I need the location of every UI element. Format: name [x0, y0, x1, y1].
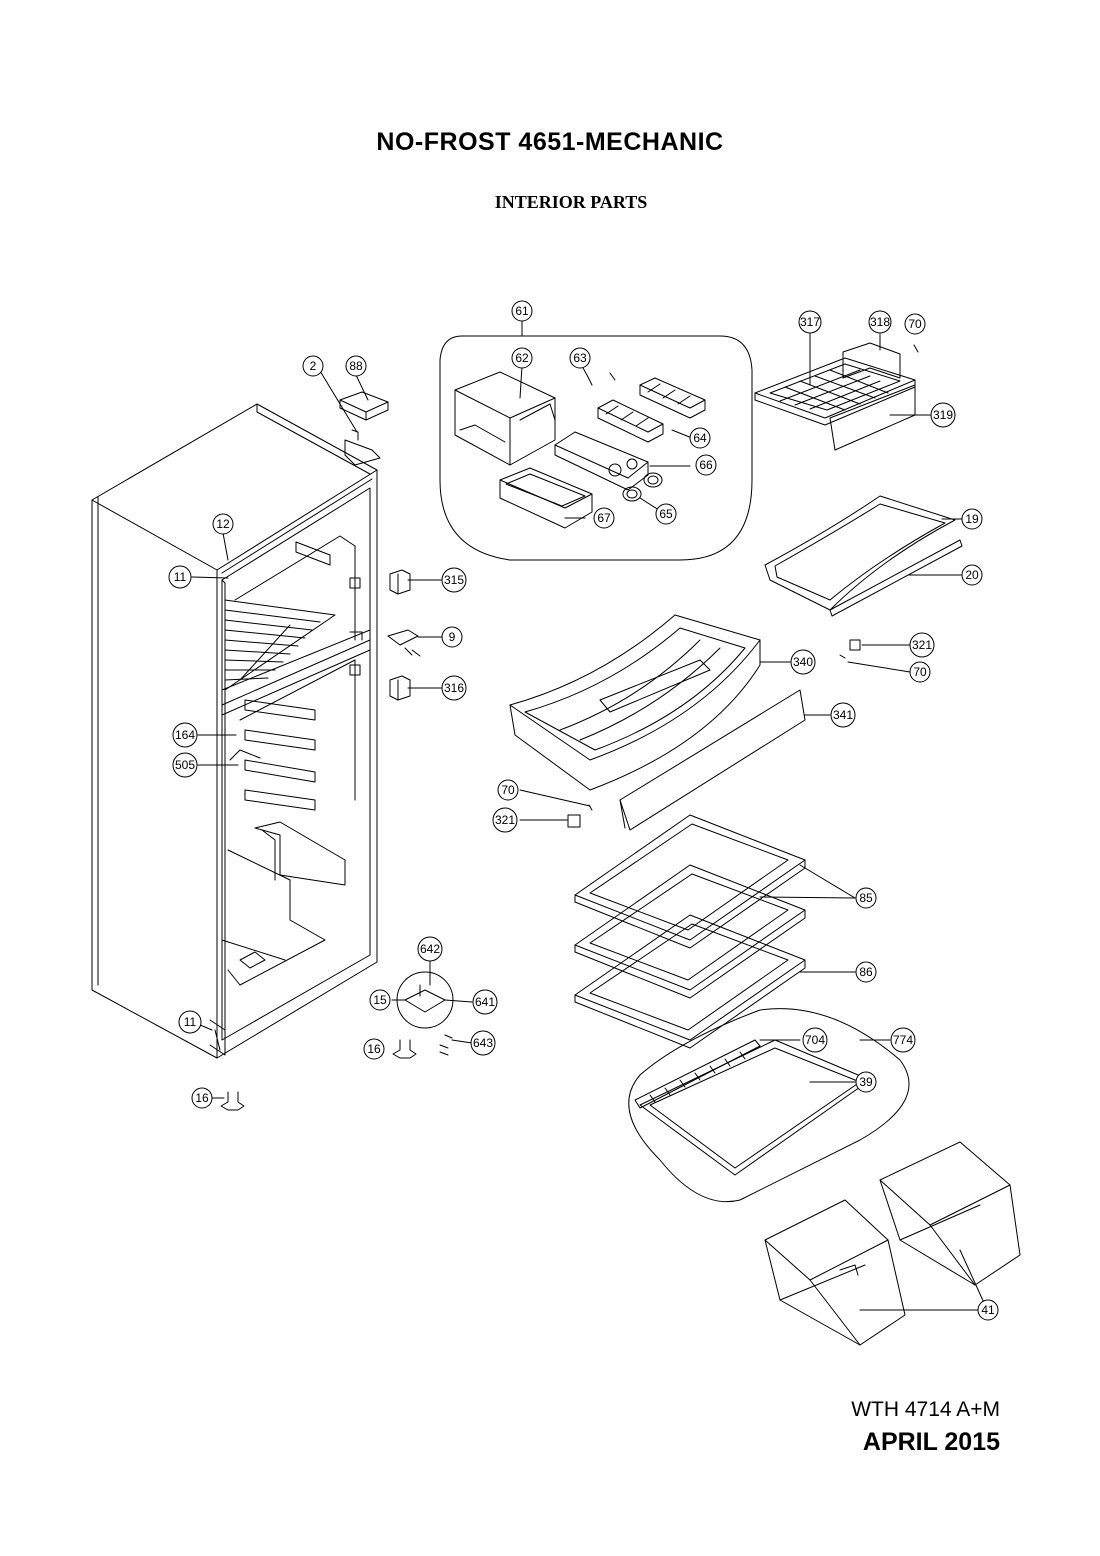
callouts-layer: 61 62 63 64 65 66 67 2 88 317 318 70 319… — [168, 300, 999, 1321]
callout-62: 62 — [511, 347, 533, 369]
svg-text:41: 41 — [981, 1303, 995, 1317]
callout-642: 642 — [417, 936, 443, 962]
freezer-shelf-drawing — [754, 333, 931, 451]
callout-67: 67 — [593, 507, 615, 529]
svg-text:11: 11 — [184, 1015, 197, 1029]
svg-text:16: 16 — [195, 1091, 209, 1105]
callout-16-foot: 16 — [191, 1087, 213, 1109]
svg-text:319: 319 — [933, 408, 953, 422]
svg-text:2: 2 — [310, 359, 317, 373]
callout-16-hinge: 16 — [363, 1038, 385, 1060]
svg-text:61: 61 — [515, 304, 529, 318]
callout-11-bottom: 11 — [178, 1010, 202, 1034]
callout-341: 341 — [830, 702, 856, 728]
svg-text:317: 317 — [800, 315, 820, 329]
svg-text:704: 704 — [805, 1033, 825, 1047]
svg-text:774: 774 — [893, 1033, 913, 1047]
part-88-drawing — [339, 391, 389, 421]
callout-66: 66 — [695, 454, 717, 476]
svg-text:9: 9 — [449, 630, 456, 644]
callout-9: 9 — [441, 626, 463, 648]
svg-text:316: 316 — [444, 681, 464, 695]
callout-164: 164 — [172, 722, 198, 748]
callout-704: 704 — [802, 1027, 828, 1053]
hinge-feet-drawing — [211, 959, 473, 1111]
callout-65: 65 — [655, 503, 677, 525]
glass-shelf-top-drawing — [764, 495, 963, 617]
callout-315: 315 — [441, 567, 467, 593]
callout-317: 317 — [798, 310, 822, 334]
svg-text:340: 340 — [793, 655, 813, 669]
svg-text:315: 315 — [444, 573, 464, 587]
cabinet-drawing — [91, 403, 381, 1059]
svg-text:11: 11 — [174, 570, 187, 584]
svg-text:63: 63 — [573, 351, 587, 365]
callout-70-top: 70 — [904, 313, 926, 335]
svg-text:505: 505 — [175, 758, 195, 772]
callout-319: 319 — [930, 402, 956, 428]
glass-shelves-drawing — [574, 814, 856, 1049]
callout-318: 318 — [868, 310, 892, 334]
callout-340: 340 — [790, 649, 816, 675]
svg-text:321: 321 — [912, 638, 932, 652]
callout-15: 15 — [369, 989, 391, 1011]
callout-641: 641 — [472, 989, 498, 1015]
callout-774: 774 — [890, 1027, 916, 1053]
callout-64: 64 — [689, 427, 711, 449]
svg-text:16: 16 — [367, 1042, 381, 1056]
callout-85: 85 — [855, 887, 877, 909]
freezer-drawer-drawing — [509, 614, 911, 831]
svg-text:20: 20 — [965, 568, 979, 582]
callout-86: 86 — [855, 961, 877, 983]
icemaker-group-drawing — [439, 317, 753, 561]
callout-11-top: 11 — [168, 565, 192, 589]
svg-text:85: 85 — [859, 891, 873, 905]
callout-70-left: 70 — [497, 779, 519, 801]
svg-text:643: 643 — [473, 1036, 493, 1050]
svg-text:62: 62 — [515, 351, 529, 365]
callout-321-left: 321 — [492, 807, 518, 833]
clip-parts — [387, 569, 421, 701]
svg-text:70: 70 — [908, 317, 922, 331]
svg-text:641: 641 — [475, 995, 495, 1009]
callout-88: 88 — [345, 355, 367, 377]
svg-text:12: 12 — [216, 517, 230, 531]
callout-20: 20 — [961, 564, 983, 586]
callout-63: 63 — [569, 347, 591, 369]
callout-316: 316 — [441, 675, 467, 701]
svg-text:642: 642 — [420, 942, 440, 956]
callout-70-right: 70 — [909, 661, 931, 683]
svg-text:67: 67 — [597, 511, 611, 525]
svg-text:70: 70 — [913, 665, 927, 679]
svg-text:318: 318 — [870, 315, 890, 329]
crisper-drawers-drawing — [764, 1141, 1021, 1346]
svg-text:65: 65 — [659, 507, 673, 521]
svg-text:19: 19 — [965, 512, 979, 526]
svg-text:86: 86 — [859, 965, 873, 979]
svg-text:164: 164 — [175, 728, 195, 742]
svg-text:64: 64 — [693, 431, 707, 445]
svg-text:321: 321 — [495, 813, 515, 827]
callout-41: 41 — [977, 1299, 999, 1321]
callout-12: 12 — [212, 513, 234, 535]
svg-text:70: 70 — [501, 783, 515, 797]
callout-505: 505 — [172, 752, 198, 778]
crisper-cover-drawing — [628, 1008, 910, 1203]
svg-text:341: 341 — [833, 708, 853, 722]
callout-19: 19 — [961, 508, 983, 530]
callout-61: 61 — [511, 300, 533, 322]
svg-text:39: 39 — [859, 1075, 873, 1089]
callout-321-right: 321 — [909, 632, 935, 658]
revision-date: APRIL 2015 — [862, 1428, 1000, 1456]
callout-2: 2 — [302, 355, 324, 377]
svg-text:88: 88 — [349, 359, 363, 373]
page-title: NO-FROST 4651-MECHANIC — [376, 128, 724, 156]
callout-39: 39 — [855, 1071, 877, 1093]
callout-643: 643 — [470, 1030, 496, 1056]
svg-text:66: 66 — [699, 458, 713, 472]
model-code: WTH 4714 A+M — [851, 1398, 1000, 1421]
page-subtitle: INTERIOR PARTS — [494, 192, 648, 212]
svg-text:15: 15 — [373, 993, 387, 1007]
